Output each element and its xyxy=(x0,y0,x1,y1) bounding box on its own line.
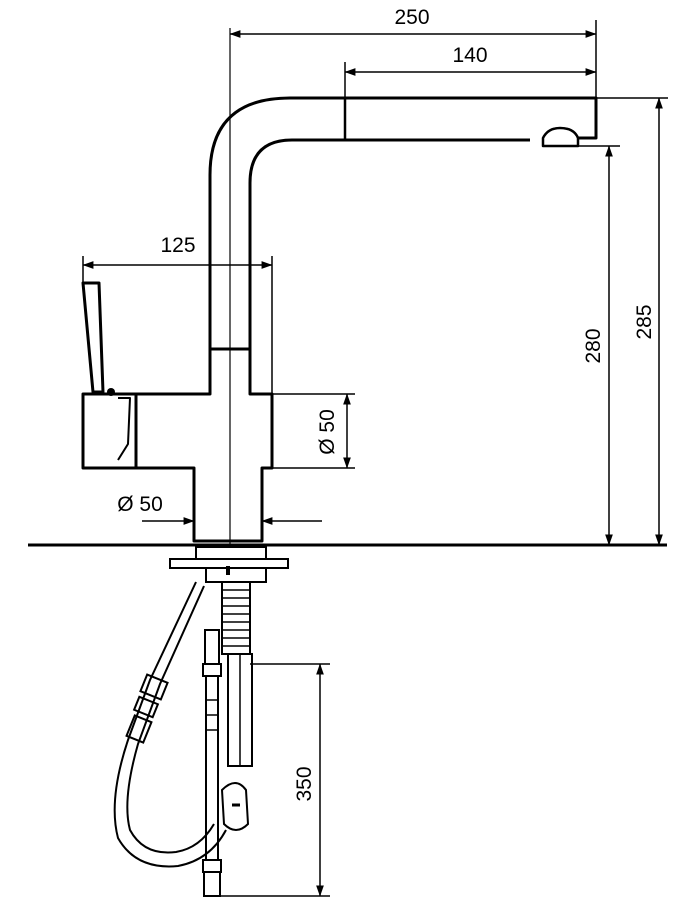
mounting-washer xyxy=(195,546,267,560)
label-total-reach: 250 xyxy=(394,6,429,29)
lever-pivot xyxy=(107,388,115,396)
label-body-diameter: Ø 50 xyxy=(316,409,339,455)
mounting-nut xyxy=(205,567,267,583)
pull-out-hose-inner xyxy=(126,585,215,854)
label-hose-length: 350 xyxy=(293,766,316,801)
lever-handle xyxy=(81,281,105,394)
hose-weight xyxy=(220,782,250,831)
pull-out-hose-outer xyxy=(113,581,227,868)
label-total-height: 285 xyxy=(633,304,656,339)
supply-hose-right xyxy=(227,653,253,767)
label-handle-reach: 125 xyxy=(160,234,195,257)
dimension-lines xyxy=(82,20,668,897)
lever-cartridge-bevel xyxy=(117,397,131,461)
under-counter-assembly xyxy=(113,546,289,897)
label-base-diameter: Ø 50 xyxy=(117,493,163,516)
label-spout-length: 140 xyxy=(452,44,487,67)
lever-cartridge xyxy=(81,392,138,470)
aerator xyxy=(541,126,580,148)
spout-tube-outline xyxy=(208,96,598,349)
supply-hose-left xyxy=(202,629,222,897)
faucet-body xyxy=(81,96,598,543)
threaded-rod xyxy=(221,581,251,655)
label-spout-height: 280 xyxy=(582,328,605,363)
hose-coupling xyxy=(125,673,169,744)
